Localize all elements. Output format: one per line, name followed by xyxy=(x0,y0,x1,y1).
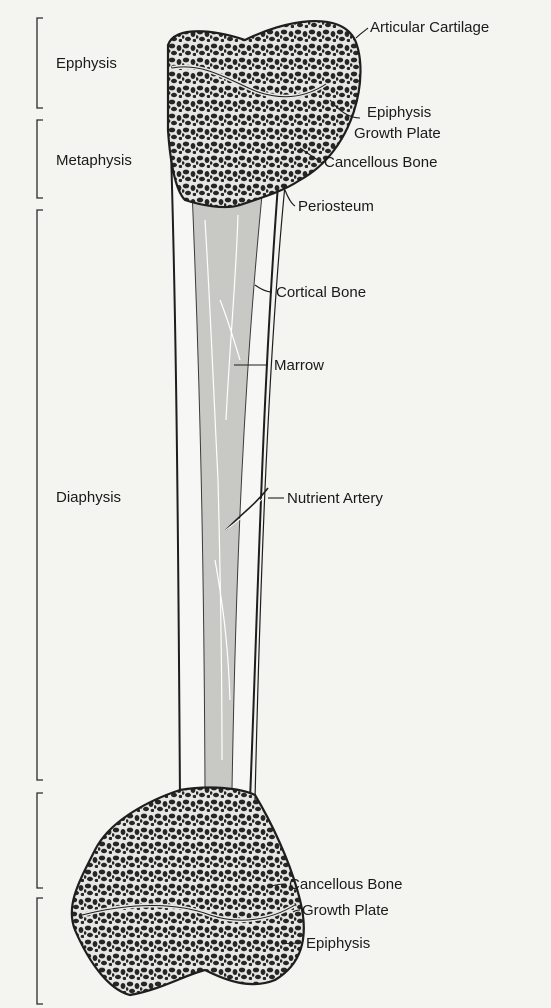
label-articular-cartilage: Articular Cartilage xyxy=(370,19,489,36)
bracket-diaphysis xyxy=(37,210,43,780)
label-epiphysis-bottom: Epiphysis xyxy=(306,935,370,952)
label-nutrient-artery: Nutrient Artery xyxy=(287,490,383,507)
leader-articular-cartilage xyxy=(356,28,368,38)
bracket-metaphysis-bottom xyxy=(37,793,43,888)
leader-periosteum xyxy=(285,190,295,206)
label-epiphysis-growth-plate-1: Epiphysis xyxy=(367,104,431,121)
bracket-epiphysis-bottom xyxy=(37,898,43,1004)
region-brackets xyxy=(37,18,43,1004)
label-metaphysis: Metaphysis xyxy=(56,152,132,169)
label-cancellous-bone-top: Cancellous Bone xyxy=(324,154,437,171)
proximal-head xyxy=(168,21,360,207)
label-diaphysis: Diaphysis xyxy=(56,489,121,506)
label-periosteum: Periosteum xyxy=(298,198,374,215)
bracket-metaphysis xyxy=(37,120,43,198)
bracket-epiphysis-top xyxy=(37,18,43,108)
label-epiphysis-top: Epphysis xyxy=(56,55,117,72)
label-cancellous-bone-bottom: Cancellous Bone xyxy=(289,876,402,893)
label-growth-plate-bottom: Growth Plate xyxy=(302,902,389,919)
label-cortical-bone: Cortical Bone xyxy=(276,284,366,301)
distal-condyles xyxy=(72,788,304,995)
label-marrow: Marrow xyxy=(274,357,324,374)
label-epiphysis-growth-plate-2: Growth Plate xyxy=(354,125,441,142)
